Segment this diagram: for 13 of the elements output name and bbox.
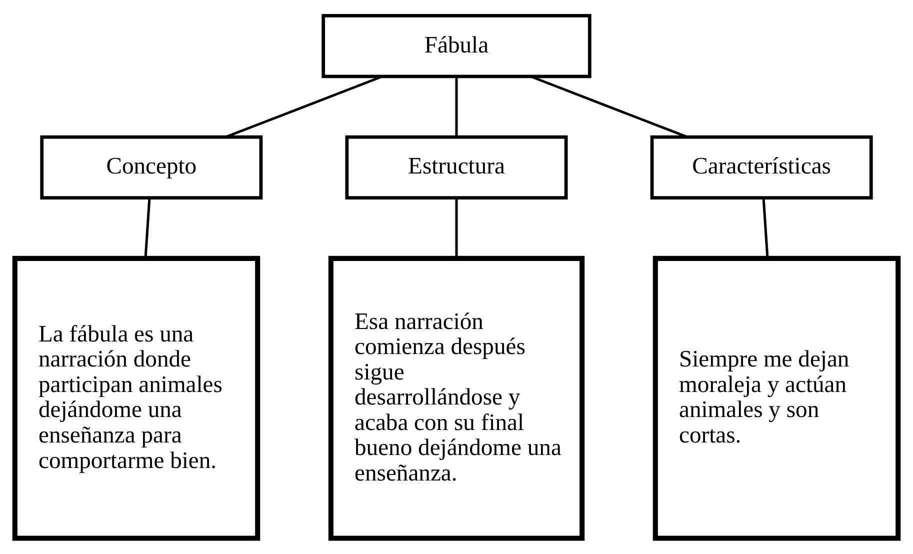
node-box: Fábula: [322, 14, 592, 78]
node-box: Estructura: [345, 135, 568, 200]
node-box: Características: [650, 135, 873, 200]
connector: [144, 198, 151, 258]
node-box: Siempre me dejan moraleja y actúan animales y son cortas.: [652, 256, 901, 541]
node-box: Concepto: [40, 135, 263, 200]
connector: [455, 198, 458, 258]
node-box: La fábula es una narración donde participan animales dejándome una enseñanza para comportarme bien.: [12, 256, 260, 541]
connector: [225, 75, 382, 138]
connector: [762, 198, 769, 258]
connector: [455, 76, 458, 137]
connector: [530, 75, 688, 138]
node-box: Esa narración comienza después sigue desarrollándose y acaba con su final bueno dejándome una enseñanza.: [328, 256, 585, 541]
